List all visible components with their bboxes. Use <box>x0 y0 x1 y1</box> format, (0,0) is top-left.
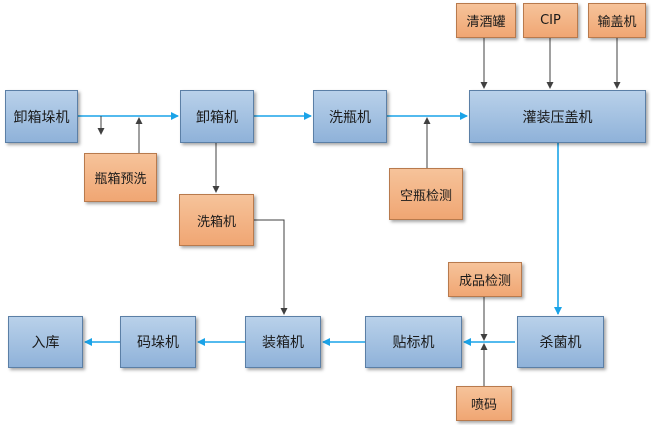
node-crate-prewash: 瓶箱预洗 <box>84 153 157 202</box>
arrow-crate-washer-to-packer <box>254 219 288 315</box>
node-bottle-washer: 洗瓶机 <box>313 90 387 143</box>
node-labeler: 贴标机 <box>365 316 462 368</box>
node-warehouse: 入库 <box>8 316 83 368</box>
node-empty-bottle-inspection: 空瓶检测 <box>389 168 463 220</box>
node-crate-washer: 洗箱机 <box>179 194 254 246</box>
node-coder: 喷码 <box>456 386 512 421</box>
node-depalletizer: 卸箱垛机 <box>5 90 78 143</box>
node-cip: CIP <box>523 3 578 38</box>
node-clean-beer-tank: 清酒罐 <box>456 3 516 38</box>
node-cap-conveyor: 输盖机 <box>588 3 646 38</box>
node-packer: 装箱机 <box>245 316 321 368</box>
node-palletizer: 码垛机 <box>120 316 196 368</box>
node-pasteurizer: 杀菌机 <box>517 316 604 368</box>
node-filler-capper: 灌装压盖机 <box>469 90 646 143</box>
node-unpacker: 卸箱机 <box>180 90 254 143</box>
node-product-inspection: 成品检测 <box>448 262 522 297</box>
